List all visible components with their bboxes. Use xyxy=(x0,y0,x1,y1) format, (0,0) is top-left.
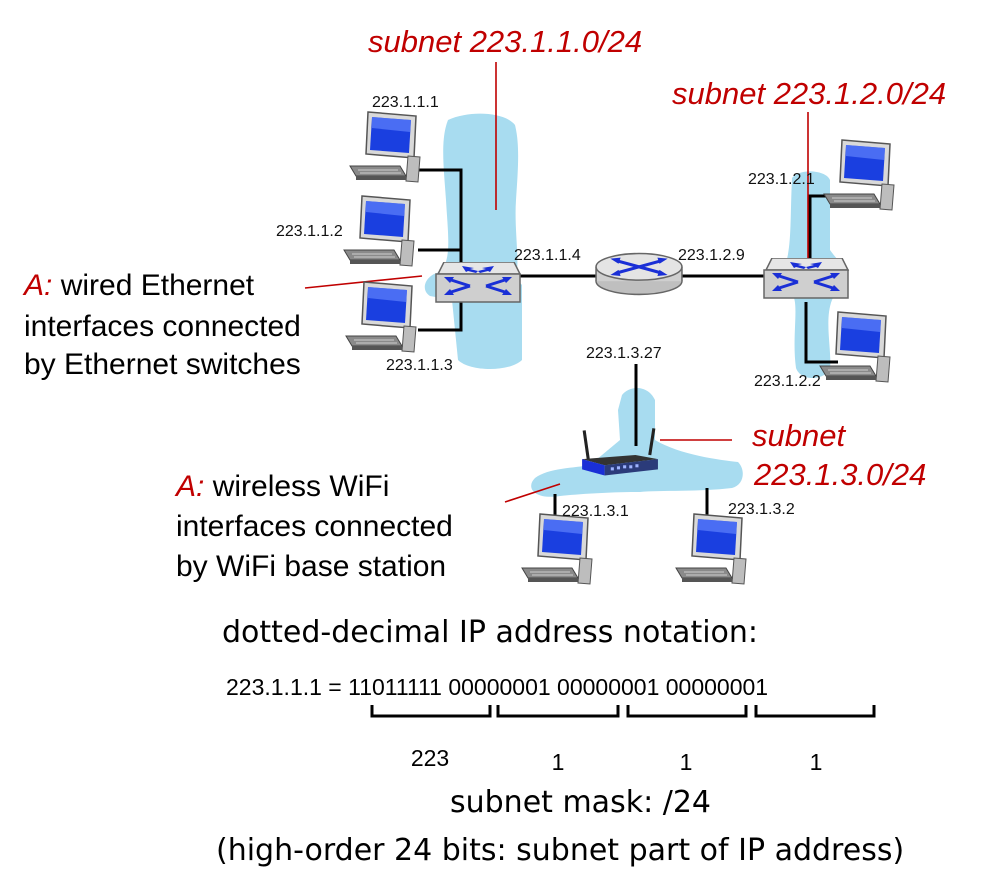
address-label: 223.1.2.1 xyxy=(748,171,815,188)
address-label: 223.1.1.4 xyxy=(514,247,581,264)
host-computer-icon xyxy=(343,195,415,267)
host-computer-icon xyxy=(823,139,895,211)
address-label: 223.1.3.27 xyxy=(586,345,662,362)
address-label: 223.1.3.1 xyxy=(562,503,629,520)
subnet-3-title-word: subnet xyxy=(752,418,846,453)
byte-decimal: 1 xyxy=(680,749,693,775)
wifi-annotation-line2: interfaces connected xyxy=(176,510,453,543)
host-computer-icon xyxy=(675,513,747,585)
subnet-1-title: subnet 223.1.1.0/24 xyxy=(368,24,642,59)
subnet-3-title-addr: 223.1.3.0/24 xyxy=(753,457,926,492)
host-computer-icon xyxy=(521,513,593,585)
wifi-annotation-line1: A: wireless WiFi xyxy=(174,470,389,503)
router-icon xyxy=(594,252,684,296)
address-label: 223.1.1.1 xyxy=(372,94,439,111)
subnet-mask-label: subnet mask: /24 xyxy=(450,785,711,820)
byte-decimal: 1 xyxy=(552,749,565,775)
ethernet-annotation-line1: A: wired Ethernet xyxy=(22,269,255,302)
host-computer-icon xyxy=(819,311,891,383)
address-label: 223.1.2.2 xyxy=(754,373,821,390)
address-label: 223.1.1.3 xyxy=(386,357,453,374)
subnet-mask-note: (high-order 24 bits: subnet part of IP a… xyxy=(216,833,904,868)
byte-decimal: 1 xyxy=(810,749,823,775)
byte-brackets xyxy=(370,705,876,718)
byte-decimal: 223 xyxy=(411,745,449,771)
address-label: 223.1.1.2 xyxy=(276,223,343,240)
host-computer-icon xyxy=(349,111,421,183)
host-computer-icon xyxy=(345,281,417,353)
ethernet-switch-icon xyxy=(434,262,522,304)
address-label: 223.1.3.2 xyxy=(728,501,795,518)
ethernet-annotation-line3: by Ethernet switches xyxy=(24,348,301,381)
address-label: 223.1.2.9 xyxy=(678,247,745,264)
subnet-1-area xyxy=(424,113,522,369)
ethernet-switch-icon xyxy=(762,258,850,300)
binary-equation: 223.1.1.1 = 11011111 00000001 00000001 0… xyxy=(226,674,768,700)
wifi-annotation-line3: by WiFi base station xyxy=(176,550,446,583)
notation-heading: dotted-decimal IP address notation: xyxy=(222,615,758,650)
subnet-2-title: subnet 223.1.2.0/24 xyxy=(672,76,946,111)
ethernet-annotation-line2: interfaces connected xyxy=(24,310,301,343)
